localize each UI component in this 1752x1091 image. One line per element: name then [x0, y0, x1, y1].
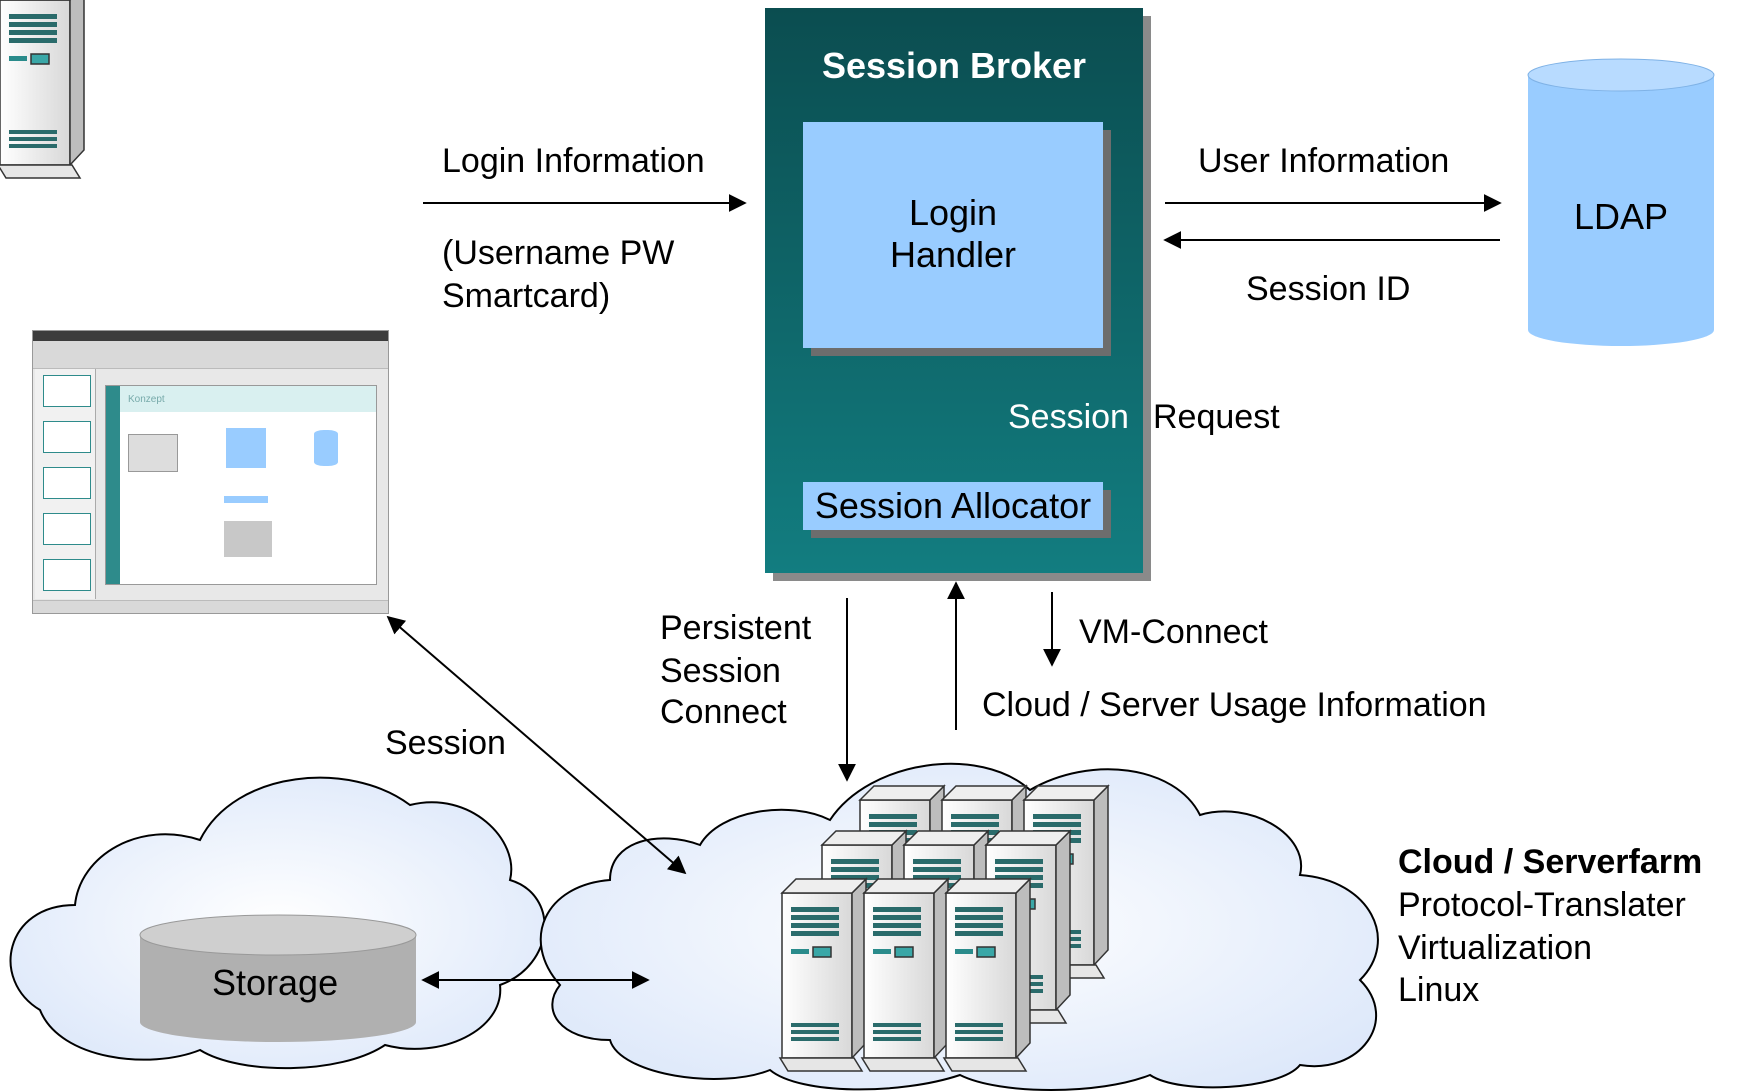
session-broker-title: Session Broker [821, 45, 1087, 86]
label-smartcard: Smartcard) [442, 277, 611, 315]
slide-mini-ldap [314, 430, 338, 466]
slide-accent-bar [106, 386, 120, 584]
screenshot-slide-panel [35, 369, 96, 599]
label-persistent: Persistent [660, 609, 812, 647]
storage-label: Storage [212, 962, 339, 1003]
screenshot-slide-thumb [43, 559, 91, 591]
arrow-session [386, 615, 687, 875]
client-desktop-screenshot: Konzept [32, 330, 389, 614]
label-user-information: User Information [1198, 142, 1450, 180]
slide-mini-loadbalancer [224, 496, 268, 503]
label-session-request-part1: Session [1008, 398, 1129, 436]
label-session-id: Session ID [1246, 270, 1411, 308]
screenshot-slide-thumb [43, 375, 91, 407]
label-session-request-part2: Request [1153, 398, 1280, 436]
session-allocator: Session Allocator [803, 482, 1103, 530]
ldap-label: LDAP [1574, 196, 1669, 237]
slide-mini-screenshot [128, 434, 178, 472]
slide-header [120, 386, 376, 412]
login-handler-line2: Handler [889, 234, 1017, 275]
login-handler-line1: Login [908, 192, 998, 233]
screenshot-slide-thumb [43, 467, 91, 499]
ldap-cylinder [1527, 58, 1715, 346]
label-login-information: Login Information [442, 142, 705, 180]
screenshot-slide-canvas: Konzept [105, 385, 377, 585]
storage-cylinder [139, 914, 417, 1042]
screenshot-titlebar [33, 331, 388, 341]
login-handler: Login Handler [803, 122, 1103, 348]
slide-mini-broker [226, 428, 266, 468]
screenshot-statusbar [33, 600, 388, 613]
label-vm-connect: VM-Connect [1079, 613, 1268, 651]
screenshot-toolbar [33, 359, 388, 369]
server-rack-icon [0, 0, 1109, 1072]
serverfarm-line-linux: Linux [1398, 971, 1480, 1009]
label-cloud-usage-information: Cloud / Server Usage Information [982, 686, 1487, 724]
screenshot-slide-thumb [43, 513, 91, 545]
serverfarm-line-protocol: Protocol-Translater [1398, 886, 1686, 924]
slide-mini-servers [224, 521, 272, 557]
label-persistent-connect: Connect [660, 693, 787, 731]
label-session: Session [385, 724, 506, 762]
screenshot-slide-thumb [43, 421, 91, 453]
label-persistent-session: Session [660, 652, 781, 690]
label-username-pw: (Username PW [442, 234, 675, 272]
serverfarm-line-virtualization: Virtualization [1398, 929, 1593, 967]
slide-title: Konzept [128, 394, 165, 405]
serverfarm-title: Cloud / Serverfarm [1398, 843, 1703, 881]
